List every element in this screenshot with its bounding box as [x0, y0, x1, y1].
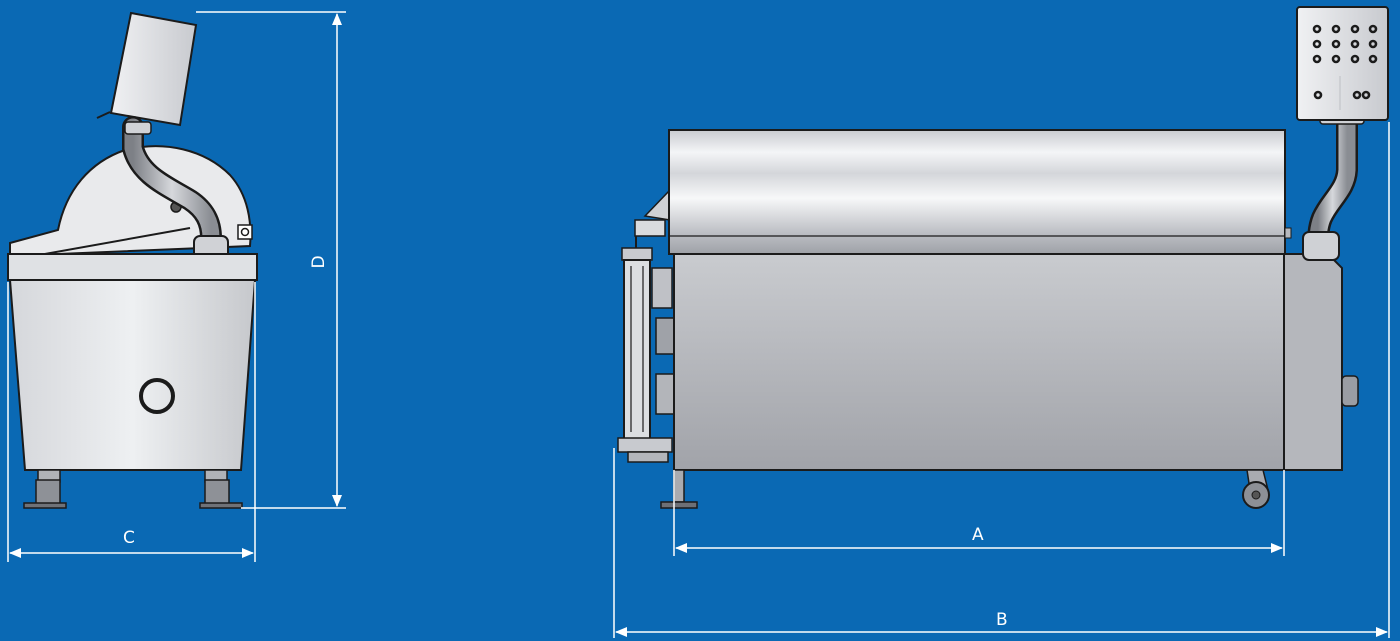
caster-wheel-icon — [23, 469, 243, 509]
front-body — [673, 253, 1285, 471]
round-port-icon — [139, 378, 175, 414]
front-right-end — [1283, 253, 1343, 471]
control-panel-icon — [1296, 6, 1389, 121]
side-hood — [9, 145, 252, 258]
dimension-d-label: D — [309, 255, 329, 268]
dimension-b: B — [613, 122, 1390, 638]
dimension-b-label: B — [996, 610, 1008, 630]
dimension-c-label: C — [123, 528, 135, 548]
side-body — [8, 279, 257, 471]
front-view — [617, 6, 1389, 509]
dimension-c: C — [7, 282, 256, 562]
side-view — [7, 11, 258, 509]
side-top-plate — [7, 253, 258, 281]
front-feet — [660, 469, 1270, 509]
dimension-a-label: A — [972, 525, 984, 545]
side-control-box — [96, 11, 198, 127]
dimension-d: D — [196, 11, 346, 509]
dimension-a: A — [673, 470, 1285, 556]
front-left-mechanism — [617, 188, 677, 463]
front-lid — [668, 129, 1286, 255]
